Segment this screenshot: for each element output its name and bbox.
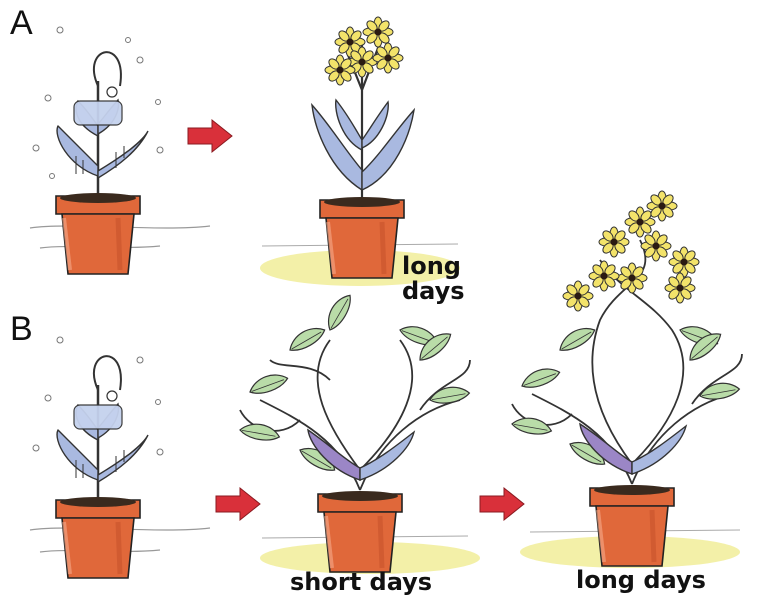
caption-b-short-days: short days xyxy=(290,570,432,595)
frozen-plant-icon xyxy=(57,52,148,196)
arrow-right-icon xyxy=(216,488,260,520)
pot-a1 xyxy=(56,193,140,274)
caption-a-line2: days xyxy=(402,279,465,304)
pot-a2 xyxy=(320,197,404,278)
panel-label-a: A xyxy=(10,6,33,40)
arrow-right-icon xyxy=(480,488,524,520)
vine-plant-icon xyxy=(239,291,470,490)
pot-b2 xyxy=(318,491,402,572)
arrow-right-icon xyxy=(188,120,232,152)
flowering-plant-icon xyxy=(312,17,414,200)
panel-label-b: B xyxy=(10,312,33,346)
pot-b3 xyxy=(590,485,674,566)
caption-b-long-days: long days xyxy=(576,568,706,593)
caption-a-long-days: long days xyxy=(402,254,465,304)
caption-a-line1: long xyxy=(402,254,465,279)
flowering-vine-plant-icon xyxy=(511,191,742,484)
pot-b1 xyxy=(56,497,140,578)
frozen-plant-b xyxy=(57,356,148,500)
